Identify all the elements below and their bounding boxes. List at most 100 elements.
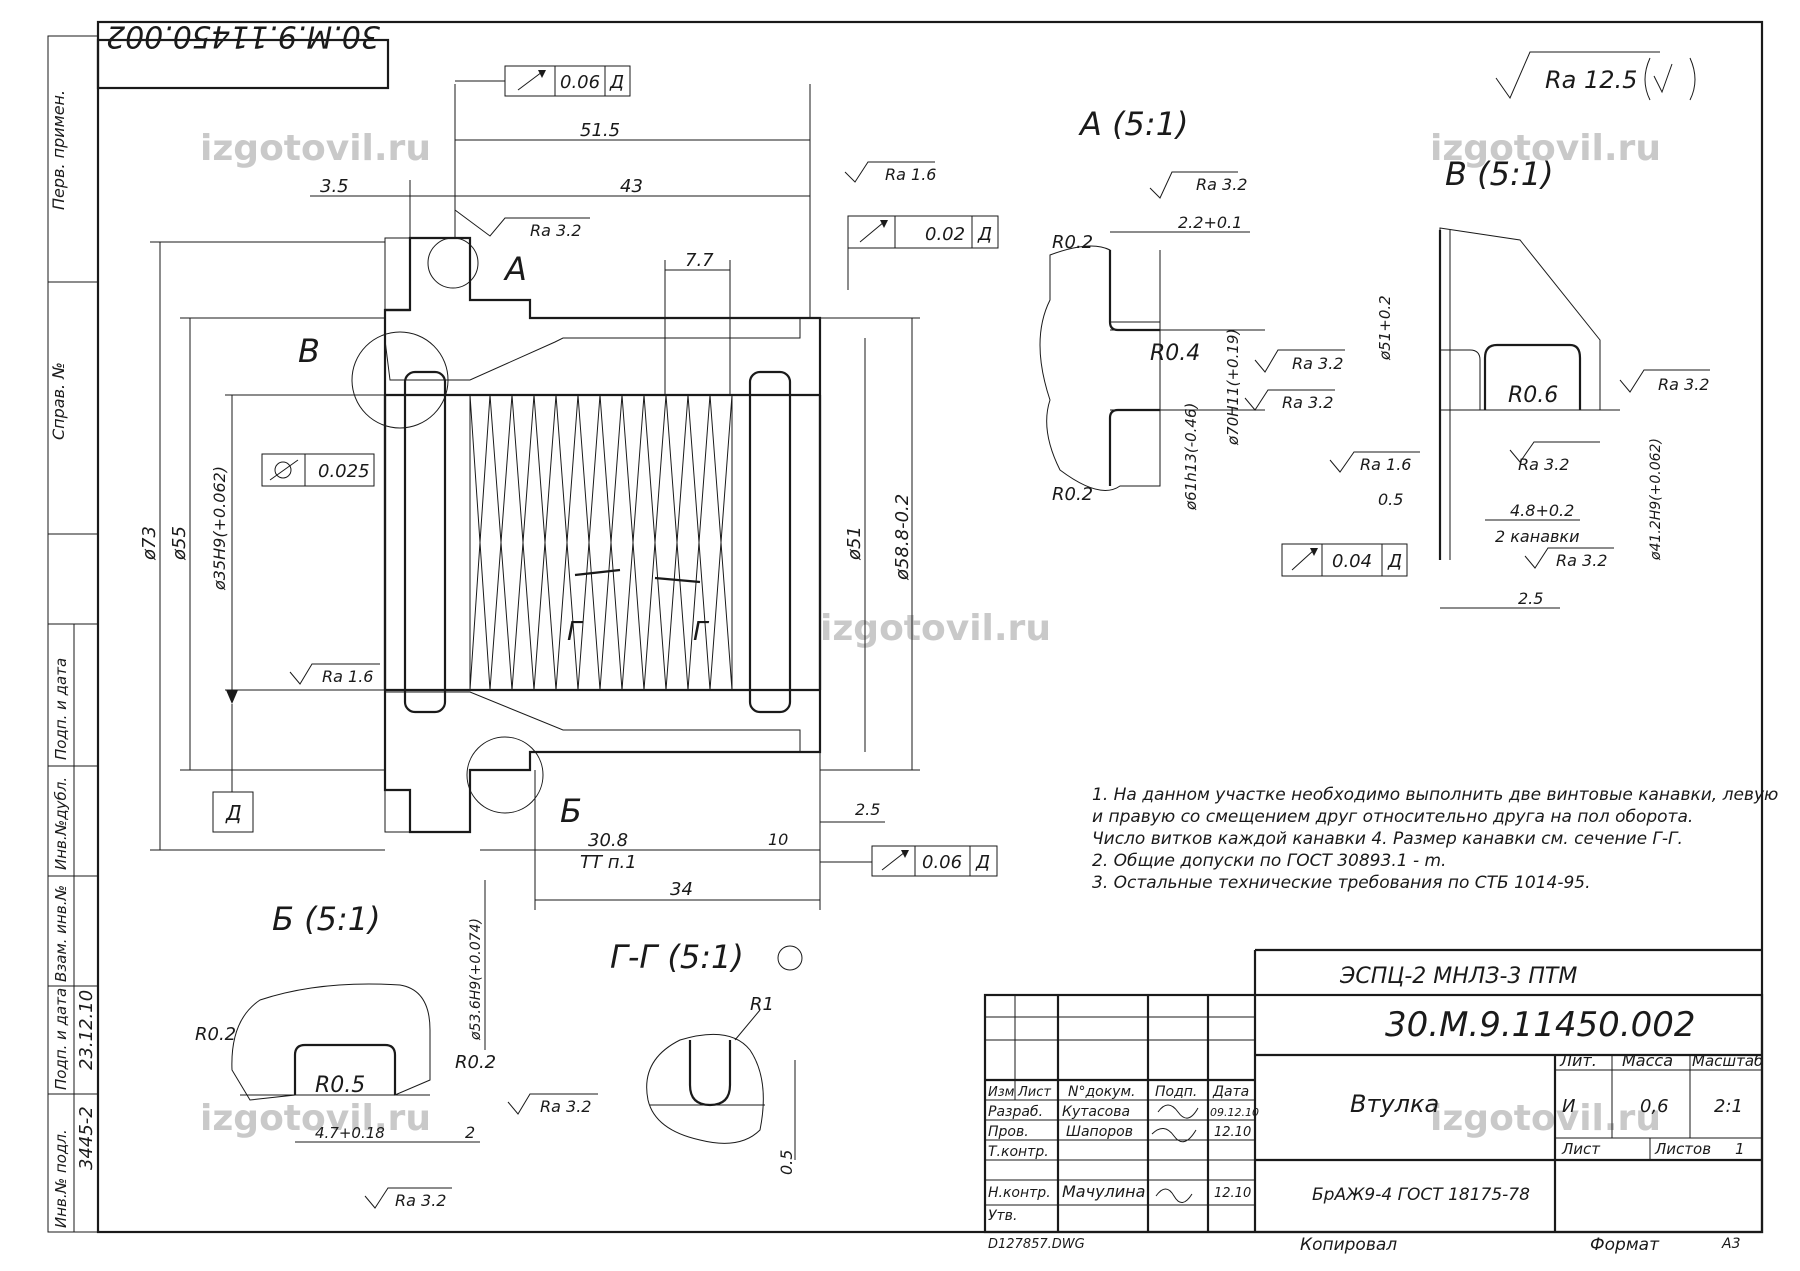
- detail-circle-Bsmall: [466, 736, 544, 814]
- svg-text:30.M.9.11450.002: 30.M.9.11450.002: [106, 18, 380, 53]
- svg-text:Ra 3.2: Ra 3.2: [395, 1191, 446, 1210]
- svg-text:12.10: 12.10: [1214, 1186, 1251, 1201]
- side-label-podp-2: Подп. и дата: [52, 988, 70, 1090]
- rotated-doc-number: 30.M.9.11450.002: [96, 18, 390, 90]
- svg-text:Утв.: Утв.: [988, 1208, 1017, 1224]
- svg-text:2.5: 2.5: [1518, 589, 1543, 608]
- main-view: Г Г A B Б 51.5 43 3.5 7.7 ø73 ø55: [139, 65, 999, 1050]
- svg-text:2 канавки: 2 канавки: [1495, 527, 1580, 546]
- svg-text:0.06: 0.06: [560, 72, 600, 93]
- side-label-vzam: Взам. инв.№: [52, 885, 70, 982]
- svg-text:Ra 3.2: Ra 3.2: [540, 1097, 591, 1116]
- svg-text:ø58.8-0.2: ø58.8-0.2: [892, 494, 913, 581]
- svg-text:0.5: 0.5: [1378, 490, 1403, 509]
- svg-text:Масштаб: Масштаб: [1692, 1052, 1763, 1070]
- svg-text:Ra 1.6: Ra 1.6: [885, 165, 936, 184]
- notes: 1. На данном участке необходимо выполнит…: [1092, 785, 1778, 893]
- svg-text:7.7: 7.7: [685, 250, 714, 271]
- svg-text:Лист: Лист: [1017, 1085, 1051, 1100]
- svg-text:0.025: 0.025: [318, 461, 370, 482]
- tb-project: ЭСПЦ-2 МНЛЗ-3 ПТМ: [1339, 964, 1577, 989]
- view-Bsmall-title: Б (5:1): [272, 900, 381, 938]
- svg-text:ø73: ø73: [139, 526, 160, 561]
- datum-box: [212, 791, 254, 833]
- side-label-inv-dubl: Инв.№дубл.: [52, 777, 70, 870]
- view-GG: Г-Г (5:1) R1 0.5: [610, 938, 803, 1175]
- svg-text:Ra 3.2: Ra 3.2: [1556, 551, 1607, 570]
- view-GG-title: Г-Г (5:1): [610, 938, 744, 976]
- svg-text:ø70H11(+0.19): ø70H11(+0.19): [1224, 329, 1242, 446]
- svg-text:43: 43: [620, 176, 643, 197]
- watermark: izgotovil.ru: [1430, 128, 1661, 169]
- svg-text:Ra 12.5: Ra 12.5: [1545, 66, 1637, 94]
- note-line-2: и правую со смещением друг относительно …: [1092, 807, 1693, 827]
- svg-text:TT п.1: TT п.1: [580, 852, 637, 873]
- svg-text:Мачулина: Мачулина: [1062, 1182, 1145, 1201]
- svg-text:Д: Д: [975, 852, 990, 873]
- note-line-3: Число витков каждой канавки 4. Размер ка…: [1092, 829, 1683, 849]
- watermark: izgotovil.ru: [1430, 1098, 1661, 1139]
- svg-text:3.5: 3.5: [320, 176, 349, 197]
- svg-text:ø51: ø51: [844, 526, 865, 561]
- watermark: izgotovil.ru: [820, 608, 1051, 649]
- svg-text:R0.6: R0.6: [1508, 383, 1558, 408]
- svg-text:R0.2: R0.2: [1052, 232, 1093, 253]
- svg-text:2.2+0.1: 2.2+0.1: [1178, 213, 1242, 232]
- svg-text:R0.2: R0.2: [1052, 484, 1093, 505]
- detail-label-Bsmall: Б: [560, 792, 582, 830]
- svg-text:Изм: Изм: [988, 1085, 1015, 1100]
- detail-circle-A: [427, 237, 479, 289]
- handwritten-date: 23.12.10: [76, 990, 97, 1070]
- view-Bsmall: Б (5:1) R0.2 R0.5 R0.2 4.7+0.18 2 Ra 3.2…: [195, 900, 598, 1210]
- svg-text:0.02: 0.02: [925, 224, 965, 245]
- svg-text:Шапоров: Шапоров: [1066, 1124, 1133, 1140]
- svg-text:Масса: Масса: [1622, 1051, 1673, 1070]
- side-label-sprav: Справ. №: [49, 362, 68, 440]
- svg-text:R0.2: R0.2: [455, 1052, 496, 1073]
- svg-text:Ra 3.2: Ra 3.2: [1196, 175, 1247, 194]
- svg-text:Ra 3.2: Ra 3.2: [1658, 375, 1709, 394]
- svg-text:R0.4: R0.4: [1150, 341, 1200, 366]
- svg-text:2: 2: [465, 1123, 475, 1142]
- tol-frame-runout-2: [847, 215, 999, 249]
- svg-text:0.06: 0.06: [922, 852, 962, 873]
- tol-frame-runout-3: [871, 845, 998, 877]
- note-line-5: 3. Остальные технические требования по С…: [1092, 873, 1591, 893]
- svg-text:И: И: [1562, 1096, 1575, 1117]
- svg-text:Формат: Формат: [1590, 1235, 1660, 1255]
- svg-text:ø53.6H9(+0.074): ø53.6H9(+0.074): [468, 918, 484, 1041]
- side-label-inv-podl: Инв.№ подл.: [52, 1129, 70, 1228]
- svg-text:Ra 3.2: Ra 3.2: [530, 221, 581, 240]
- svg-text:R0.2: R0.2: [195, 1024, 236, 1045]
- svg-text:Д: Д: [1387, 551, 1402, 572]
- svg-text:Д: Д: [225, 801, 242, 825]
- watermark: izgotovil.ru: [200, 1098, 431, 1139]
- svg-text:Т.контр.: Т.контр.: [988, 1144, 1049, 1160]
- svg-text:51.5: 51.5: [580, 120, 620, 141]
- detail-circle-B: [351, 331, 449, 429]
- view-B: B (5:1) ø51+0.2 R0.6 Ra 3.2 Ra 3.2 Ra 1.…: [1281, 155, 1710, 609]
- svg-text:Н.контр.: Н.контр.: [988, 1185, 1051, 1201]
- svg-text:34: 34: [670, 879, 693, 900]
- svg-text:Ra 3.2: Ra 3.2: [1518, 455, 1569, 474]
- handwritten-inv: 3445-2: [76, 1106, 97, 1170]
- tb-material: БрАЖ9-4 ГОСТ 18175-78: [1312, 1185, 1530, 1205]
- signature-marks: [1151, 1104, 1199, 1203]
- side-strip: Перв. примен. Справ. № Подп. и дата Инв.…: [47, 35, 99, 1233]
- svg-text:Копировал: Копировал: [1300, 1235, 1397, 1255]
- svg-text:Кутасова: Кутасова: [1062, 1104, 1130, 1120]
- tb-name: Втулка: [1350, 1090, 1439, 1118]
- svg-text:ø61h13(-0.46): ø61h13(-0.46): [1182, 403, 1200, 511]
- view-A: A (5:1) R0.2 R0.4 R0.2 2.2+0.1 ø70H11(+0…: [1039, 105, 1345, 511]
- svg-text:Д: Д: [609, 72, 624, 93]
- svg-text:4.7+0.18: 4.7+0.18: [315, 1124, 385, 1142]
- detail-label-A: A: [503, 250, 527, 288]
- svg-text:0,6: 0,6: [1640, 1096, 1669, 1117]
- section-mark-G1: Г: [567, 617, 584, 647]
- detail-label-B: B: [298, 332, 320, 370]
- svg-text:ø55: ø55: [169, 526, 190, 561]
- svg-text:Пров.: Пров.: [988, 1124, 1029, 1140]
- note-line-4: 2. Общие допуски по ГОСТ 30893.1 - m.: [1092, 851, 1446, 871]
- side-label-perv: Перв. примен.: [49, 90, 68, 210]
